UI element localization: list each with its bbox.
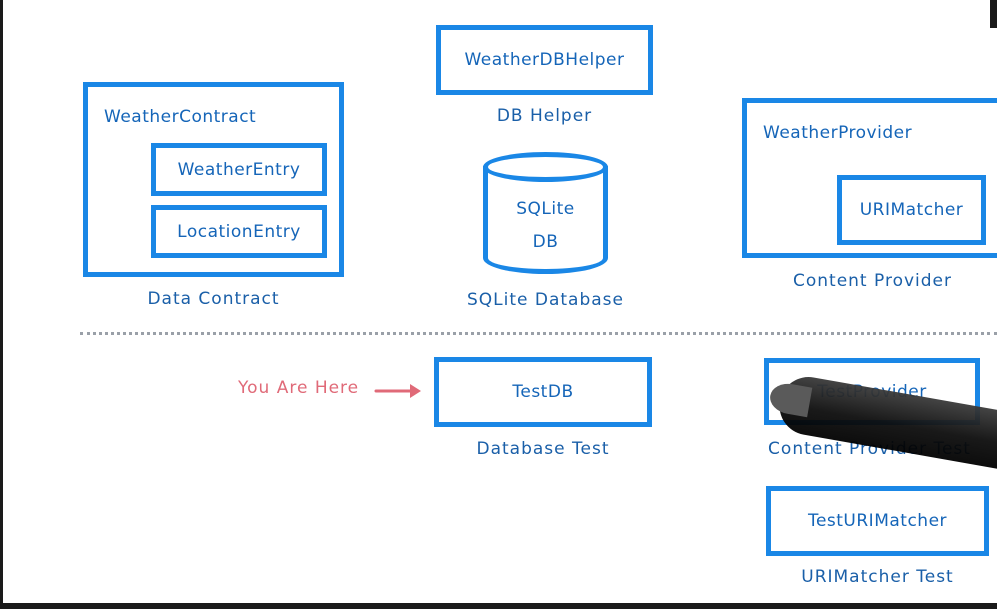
data-contract-caption: Data Contract — [147, 289, 280, 309]
database-test-caption: Database Test — [476, 439, 610, 459]
weather-db-helper-box: WeatherDBHelper — [436, 25, 653, 95]
weather-entry-box: WeatherEntry — [151, 143, 327, 196]
section-divider — [80, 332, 997, 335]
test-db-box: TestDB — [434, 357, 652, 427]
frame-left-edge — [0, 0, 3, 609]
frame-bottom-edge — [0, 603, 997, 609]
test-db-label: TestDB — [512, 382, 574, 402]
weather-entry-label: WeatherEntry — [177, 159, 301, 180]
sqlite-db-label-line2: DB — [532, 232, 559, 252]
arrow-right-icon — [374, 384, 421, 398]
urimatcher-test-caption: URIMatcher Test — [801, 567, 954, 587]
urimatcher-label: URIMatcher — [859, 200, 964, 220]
test-urimatcher-box: TestURIMatcher — [766, 486, 989, 556]
sqlite-db-label-line1: SQLite — [516, 199, 575, 219]
db-helper-caption: DB Helper — [496, 106, 593, 126]
weather-provider-title: WeatherProvider — [763, 123, 913, 143]
you-are-here-label: You Are Here — [238, 378, 360, 398]
urimatcher-box: URIMatcher — [837, 175, 986, 245]
weather-db-helper-label: WeatherDBHelper — [464, 50, 625, 70]
location-entry-label: LocationEntry — [177, 221, 301, 242]
sqlite-cylinder-body — [483, 166, 608, 274]
location-entry-box: LocationEntry — [151, 205, 327, 258]
sqlite-database-caption: SQLite Database — [466, 290, 624, 310]
test-urimatcher-label: TestURIMatcher — [807, 511, 948, 531]
content-provider-caption: Content Provider — [792, 271, 952, 291]
weather-contract-title: WeatherContract — [104, 107, 257, 127]
sqlite-cylinder-top — [483, 152, 608, 182]
frame-right-corner — [990, 0, 997, 28]
